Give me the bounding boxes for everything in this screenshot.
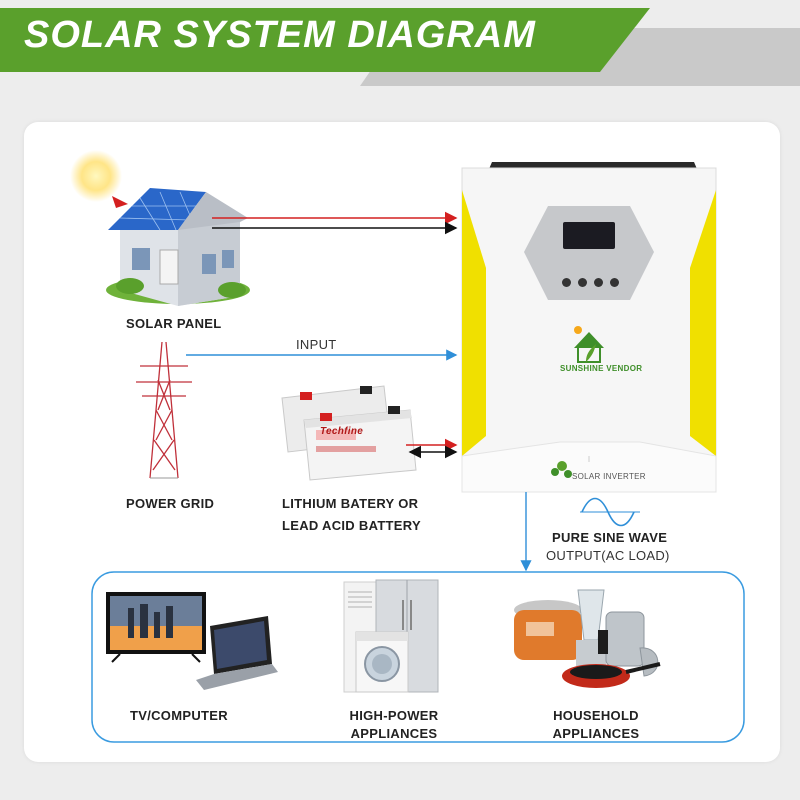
household-label-line2: APPLIANCES [552,726,640,741]
battery-label-line1: LITHIUM BATERY OR [282,496,419,511]
header-banner-green [0,8,650,72]
power-grid-label: POWER GRID [126,496,215,511]
household-label-line1: HOUSEHOLD [553,708,639,723]
inverter-button-4 [610,278,619,287]
battery-label-line2: LEAD ACID BATTERY [282,518,421,533]
tv-computer-label: TV/COMPUTER [130,708,228,723]
high-power-label-line1: HIGH-POWER [349,708,439,723]
battery-brand: Techfine [320,426,364,437]
high-power-label-line2: APPLIANCES [350,726,438,741]
inverter-lcd-display [563,222,615,249]
output-label-line1: PURE SINE WAVE [552,530,668,545]
inverter-button-3 [594,278,603,287]
solar-panel-label: SOLAR PANEL [126,316,222,331]
inverter-button-1 [562,278,571,287]
inverter-model-label: SOLAR INVERTER [572,472,646,481]
inverter-button-2 [578,278,587,287]
page-title: SOLAR SYSTEM DIAGRAM [24,14,536,56]
inverter-brand: SUNSHINE VENDOR [560,364,643,373]
input-label: INPUT [296,337,337,352]
output-label-line2: OUTPUT(AC LOAD) [546,548,670,563]
